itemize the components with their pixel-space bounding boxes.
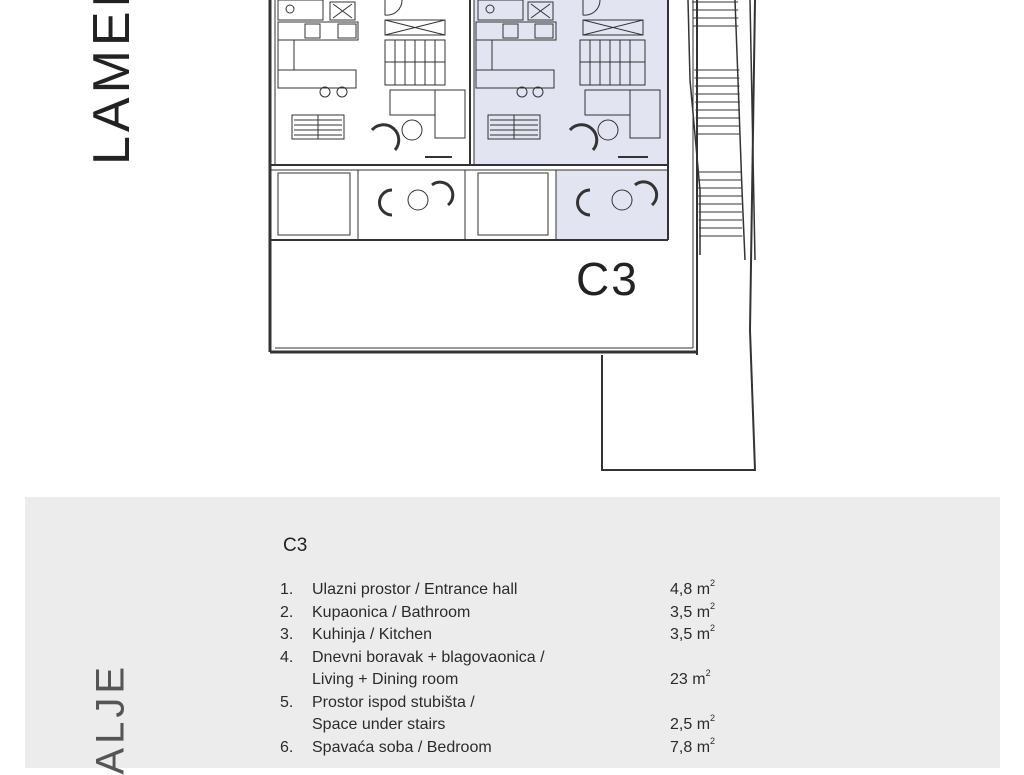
- unit-left-furniture: [277, 0, 466, 217]
- room-name: Ulazni prostor / Entrance hall: [312, 581, 518, 598]
- room-number: 1.: [280, 581, 294, 598]
- room-number: 3.: [280, 626, 294, 643]
- lamela-label: LAMEL: [83, 0, 141, 165]
- room-number: 6.: [280, 738, 294, 756]
- external-staircase: [687, 0, 756, 261]
- room-name: Spavaća soba / Bedroom: [312, 738, 492, 756]
- room-area: 3,5 m2: [670, 600, 716, 621]
- room-area: 23 m2: [670, 668, 711, 689]
- room-area: 7,8 m2: [670, 735, 716, 756]
- room-name: Prostor ispod stubišta /Space under stai…: [312, 693, 475, 734]
- room-number: 2.: [280, 603, 294, 621]
- room-number: 4.: [280, 648, 294, 666]
- vertical-label-top: LAMEL: [83, 0, 141, 165]
- room-area: 3,5 m2: [670, 623, 716, 644]
- room-row: 5. Prostor ispod stubišta /Space under st…: [280, 692, 740, 737]
- room-area: 4,8 m2: [670, 578, 716, 599]
- vertical-label-bottom: ALJE: [89, 663, 133, 775]
- floor-plan: [268, 0, 757, 471]
- building-walls: [268, 0, 757, 471]
- room-row: 4. Dnevni boravak + blagovaonica /Living …: [280, 647, 740, 692]
- room-name: Kupaonica / Bathroom: [312, 603, 471, 621]
- room-name: Kuhinja / Kitchen: [312, 626, 433, 643]
- legend-unit-title: C3: [283, 535, 308, 556]
- room-name: Dnevni boravak + blagovaonica /Living + …: [312, 648, 545, 689]
- floor-label: ALJE: [89, 663, 133, 775]
- room-number: 5.: [280, 693, 294, 711]
- unit-right-furniture: [475, 0, 661, 217]
- legend-panel: [25, 497, 1000, 768]
- plan-unit-label: C3: [576, 253, 639, 305]
- room-area: 2,5 m2: [670, 713, 716, 734]
- room-row: 1. Ulazni prostor / Entrance hall 4,8 m2: [280, 579, 740, 602]
- room-row: 6. Spavaća soba / Bedroom 7,8 m2: [280, 735, 740, 760]
- room-row: 3. Kuhinja / Kitchen 3,5 m2: [280, 624, 740, 647]
- room-row: 2. Kupaonica / Bathroom 3,5 m2: [280, 600, 740, 625]
